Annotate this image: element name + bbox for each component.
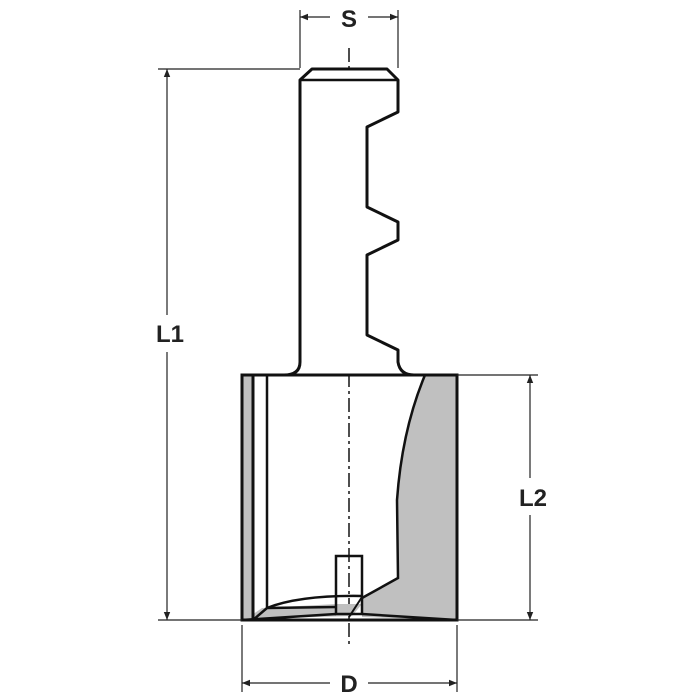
- label-s: S: [341, 6, 357, 33]
- dimension-d: [241, 625, 458, 692]
- shank: [282, 67, 416, 377]
- left-flute-shade: [242, 375, 252, 620]
- dimension-l2: [457, 374, 538, 621]
- center-insert: [334, 554, 364, 616]
- cutter-body: [240, 373, 459, 622]
- bottom-curve: [266, 594, 363, 610]
- label-l1: L1: [156, 321, 184, 348]
- label-l2: L2: [519, 485, 547, 512]
- dimension-l1: [158, 68, 300, 621]
- insert-edge: [348, 596, 363, 618]
- helix-curve: [361, 374, 427, 600]
- dimension-s: [299, 10, 399, 68]
- label-d: D: [340, 671, 357, 698]
- bottom-edges: [241, 605, 458, 622]
- right-flute-shade: [362, 375, 457, 620]
